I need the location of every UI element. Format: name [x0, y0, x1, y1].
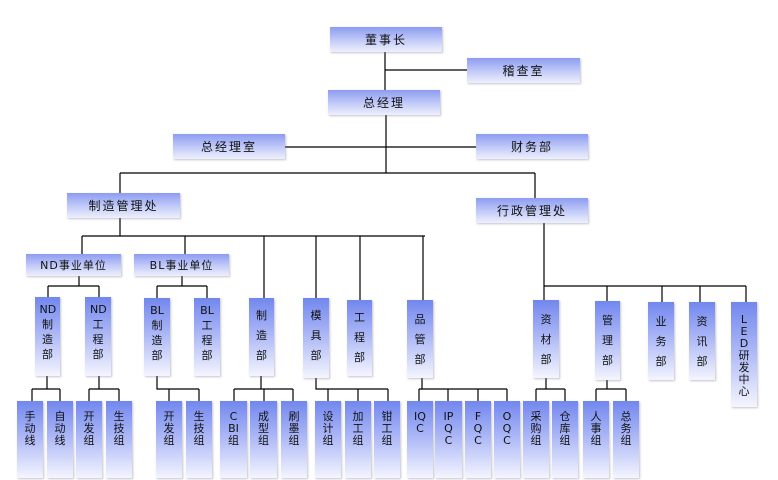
box-label: BL事业单位	[149, 259, 214, 272]
group-bl-dev: 开发组	[156, 401, 182, 478]
finance-box: 财务部	[476, 134, 588, 159]
box-label: 财务部	[510, 140, 553, 154]
group-hr: 人事组	[583, 401, 609, 478]
group-molding: 成型组	[250, 401, 277, 478]
group-manual-line: 手动线	[17, 401, 43, 478]
box-label: 稽查室	[502, 64, 545, 78]
box-label: 制造管理处	[88, 199, 159, 213]
box-label: 工程部	[354, 311, 365, 364]
box-label: 品管部	[414, 313, 426, 366]
box-label: 总务组	[620, 410, 632, 447]
box-label: 手动线	[24, 410, 36, 447]
group-oqc: OQC	[494, 401, 520, 478]
materials-dept: 资材部	[533, 300, 559, 378]
group-nd-prodtech: 生技组	[106, 401, 132, 478]
bl-manufacturing-dept: BL制造部	[144, 298, 170, 376]
group-cbi: CBI组	[220, 401, 247, 478]
box-label: 总经理室	[200, 140, 257, 154]
box-label: 管理部	[602, 314, 613, 367]
box-label: 开发组	[163, 410, 175, 447]
box-label: 加工组	[352, 410, 364, 447]
nd-unit-box: ND事业单位	[26, 254, 121, 276]
group-fitter: 钳工组	[374, 401, 400, 478]
box-label: 人事组	[590, 410, 602, 447]
engineering-dept: 工程部	[347, 300, 372, 376]
manufacturing-dept: 制造部	[249, 298, 274, 376]
mold-dept: 模具部	[303, 298, 329, 378]
box-label: 仓库组	[559, 410, 571, 447]
box-label: 生技组	[113, 410, 125, 447]
general-manager-box: 总经理	[328, 90, 440, 115]
bl-engineering-dept: BL工程部	[194, 298, 220, 376]
box-label: CBI组	[228, 410, 239, 447]
group-machining: 加工组	[345, 401, 371, 478]
box-label: IQC	[414, 410, 426, 435]
group-ink-print: 刷墨组	[281, 401, 307, 478]
gm-office-box: 总经理室	[173, 134, 285, 159]
box-label: 资讯部	[696, 315, 708, 368]
box-label: 成型组	[258, 410, 269, 447]
box-label: 生技组	[193, 410, 205, 447]
box-label: LED研发中心	[738, 313, 750, 398]
box-label: BL工程部	[200, 304, 214, 362]
box-label: BL制造部	[150, 304, 164, 362]
box-label: 董事长	[364, 33, 407, 47]
group-auto-line: 自动线	[47, 401, 73, 478]
box-label: 钳工组	[381, 410, 393, 447]
box-label: FQC	[473, 410, 483, 447]
box-label: 制造部	[256, 309, 267, 362]
box-label: 刷墨组	[288, 410, 300, 447]
audit-office-box: 稽查室	[467, 58, 580, 83]
chairman-box: 董事长	[330, 27, 442, 52]
group-ipqc: IPQC	[435, 401, 462, 478]
box-label: 总经理	[362, 96, 405, 110]
group-purchasing: 采购组	[523, 401, 549, 478]
group-iqc: IQC	[407, 401, 433, 478]
box-label: ND制造部	[39, 303, 57, 361]
box-label: ND事业单位	[40, 259, 107, 272]
box-label: 资材部	[540, 313, 552, 366]
group-bl-prodtech: 生技组	[186, 401, 212, 478]
manufacturing-division-box: 制造管理处	[67, 193, 180, 218]
nd-engineering-dept: ND工程部	[85, 297, 111, 376]
box-label: 采购组	[530, 410, 542, 447]
box-label: IPQC	[443, 410, 454, 447]
box-label: 业务部	[655, 315, 667, 368]
business-dept: 业务部	[648, 302, 674, 380]
group-warehouse: 仓库组	[552, 401, 578, 478]
box-label: 行政管理处	[496, 204, 567, 218]
quality-dept: 品管部	[407, 300, 433, 378]
box-label: OQC	[502, 410, 512, 447]
box-label: 模具部	[310, 309, 322, 362]
box-label: 设计组	[322, 410, 334, 447]
group-design: 设计组	[315, 401, 341, 478]
management-dept: 管理部	[595, 301, 620, 380]
led-rd-center: LED研发中心	[731, 302, 757, 407]
box-label: ND工程部	[90, 303, 107, 361]
group-fqc: FQC	[465, 401, 491, 478]
it-dept: 资讯部	[689, 302, 715, 380]
group-nd-dev: 开发组	[76, 401, 102, 478]
box-label: 开发组	[83, 410, 95, 447]
box-label: 自动线	[54, 410, 66, 447]
nd-manufacturing-dept: ND制造部	[35, 297, 60, 376]
admin-division-box: 行政管理处	[476, 198, 588, 223]
bl-unit-box: BL事业单位	[134, 254, 229, 276]
group-general-affairs: 总务组	[613, 401, 639, 478]
